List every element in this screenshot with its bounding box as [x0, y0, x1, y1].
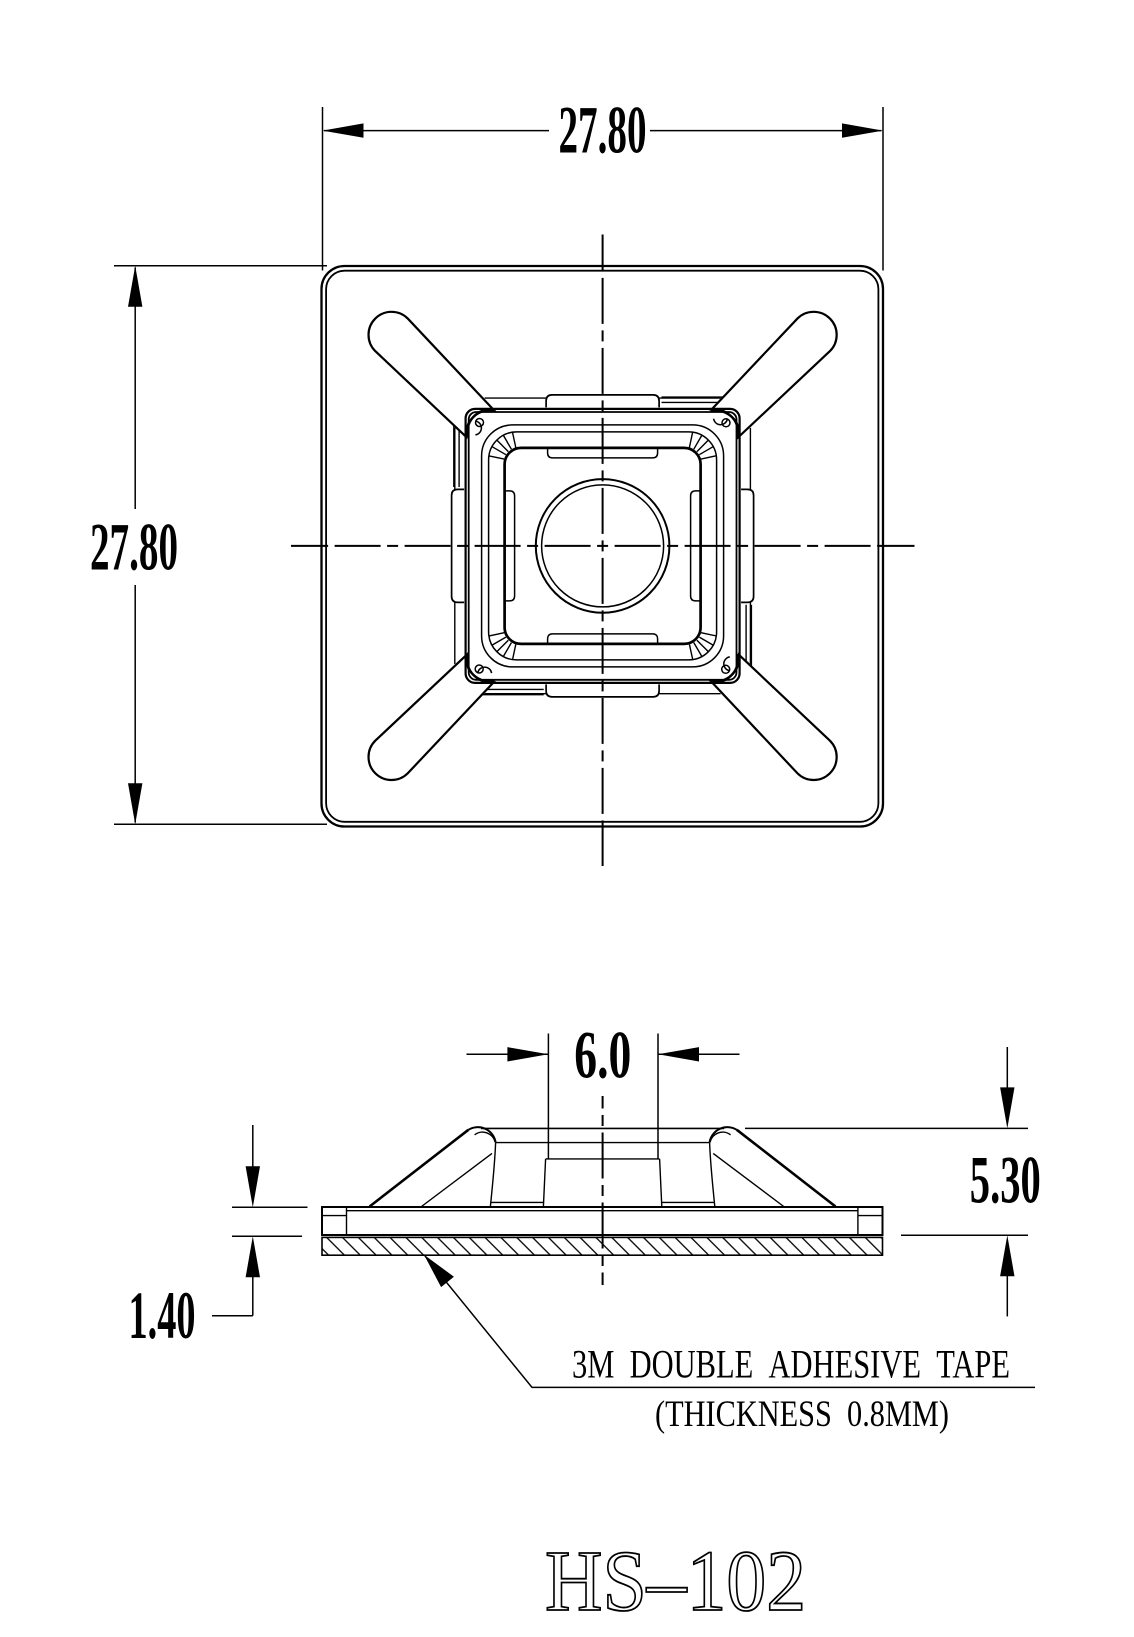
svg-text:6.0: 6.0: [574, 1017, 631, 1093]
svg-text:27.80: 27.80: [559, 92, 647, 168]
svg-text:27.80: 27.80: [90, 509, 178, 585]
svg-text:HS–102: HS–102: [545, 1532, 806, 1629]
svg-text:5.30: 5.30: [970, 1142, 1041, 1218]
svg-text:3M DOUBLE ADHESIVE TAPE: 3M DOUBLE ADHESIVE TAPE: [572, 1342, 1010, 1387]
svg-text:(THICKNESS 0.8MM): (THICKNESS 0.8MM): [655, 1394, 949, 1435]
svg-text:1.40: 1.40: [129, 1277, 196, 1353]
